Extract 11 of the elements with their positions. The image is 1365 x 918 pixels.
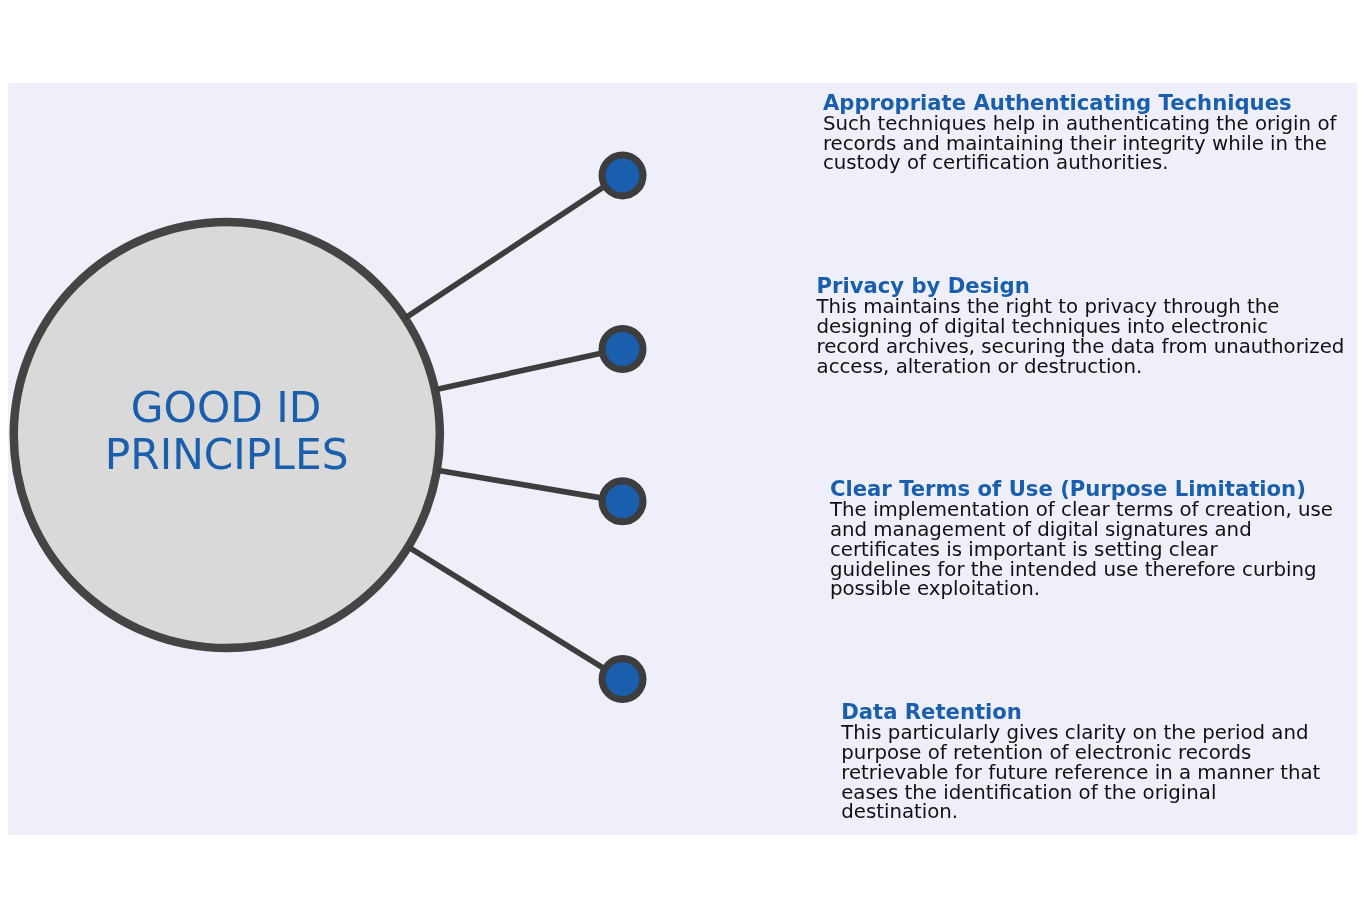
connector bbox=[403, 183, 607, 321]
node-label: Clear Terms of Use (Purpose Limitation) bbox=[829, 476, 1306, 502]
connector bbox=[407, 544, 607, 672]
node-label: Privacy by Design bbox=[816, 273, 1030, 299]
node-label: Appropriate Authenticating Techniques bbox=[822, 89, 1292, 115]
node-circle bbox=[598, 324, 647, 373]
node-circle bbox=[598, 655, 647, 704]
connector bbox=[436, 467, 603, 501]
node-circle bbox=[598, 151, 647, 200]
node-circle: GOOD ID PRINCIPLES bbox=[9, 217, 445, 653]
node-circle bbox=[598, 477, 647, 526]
